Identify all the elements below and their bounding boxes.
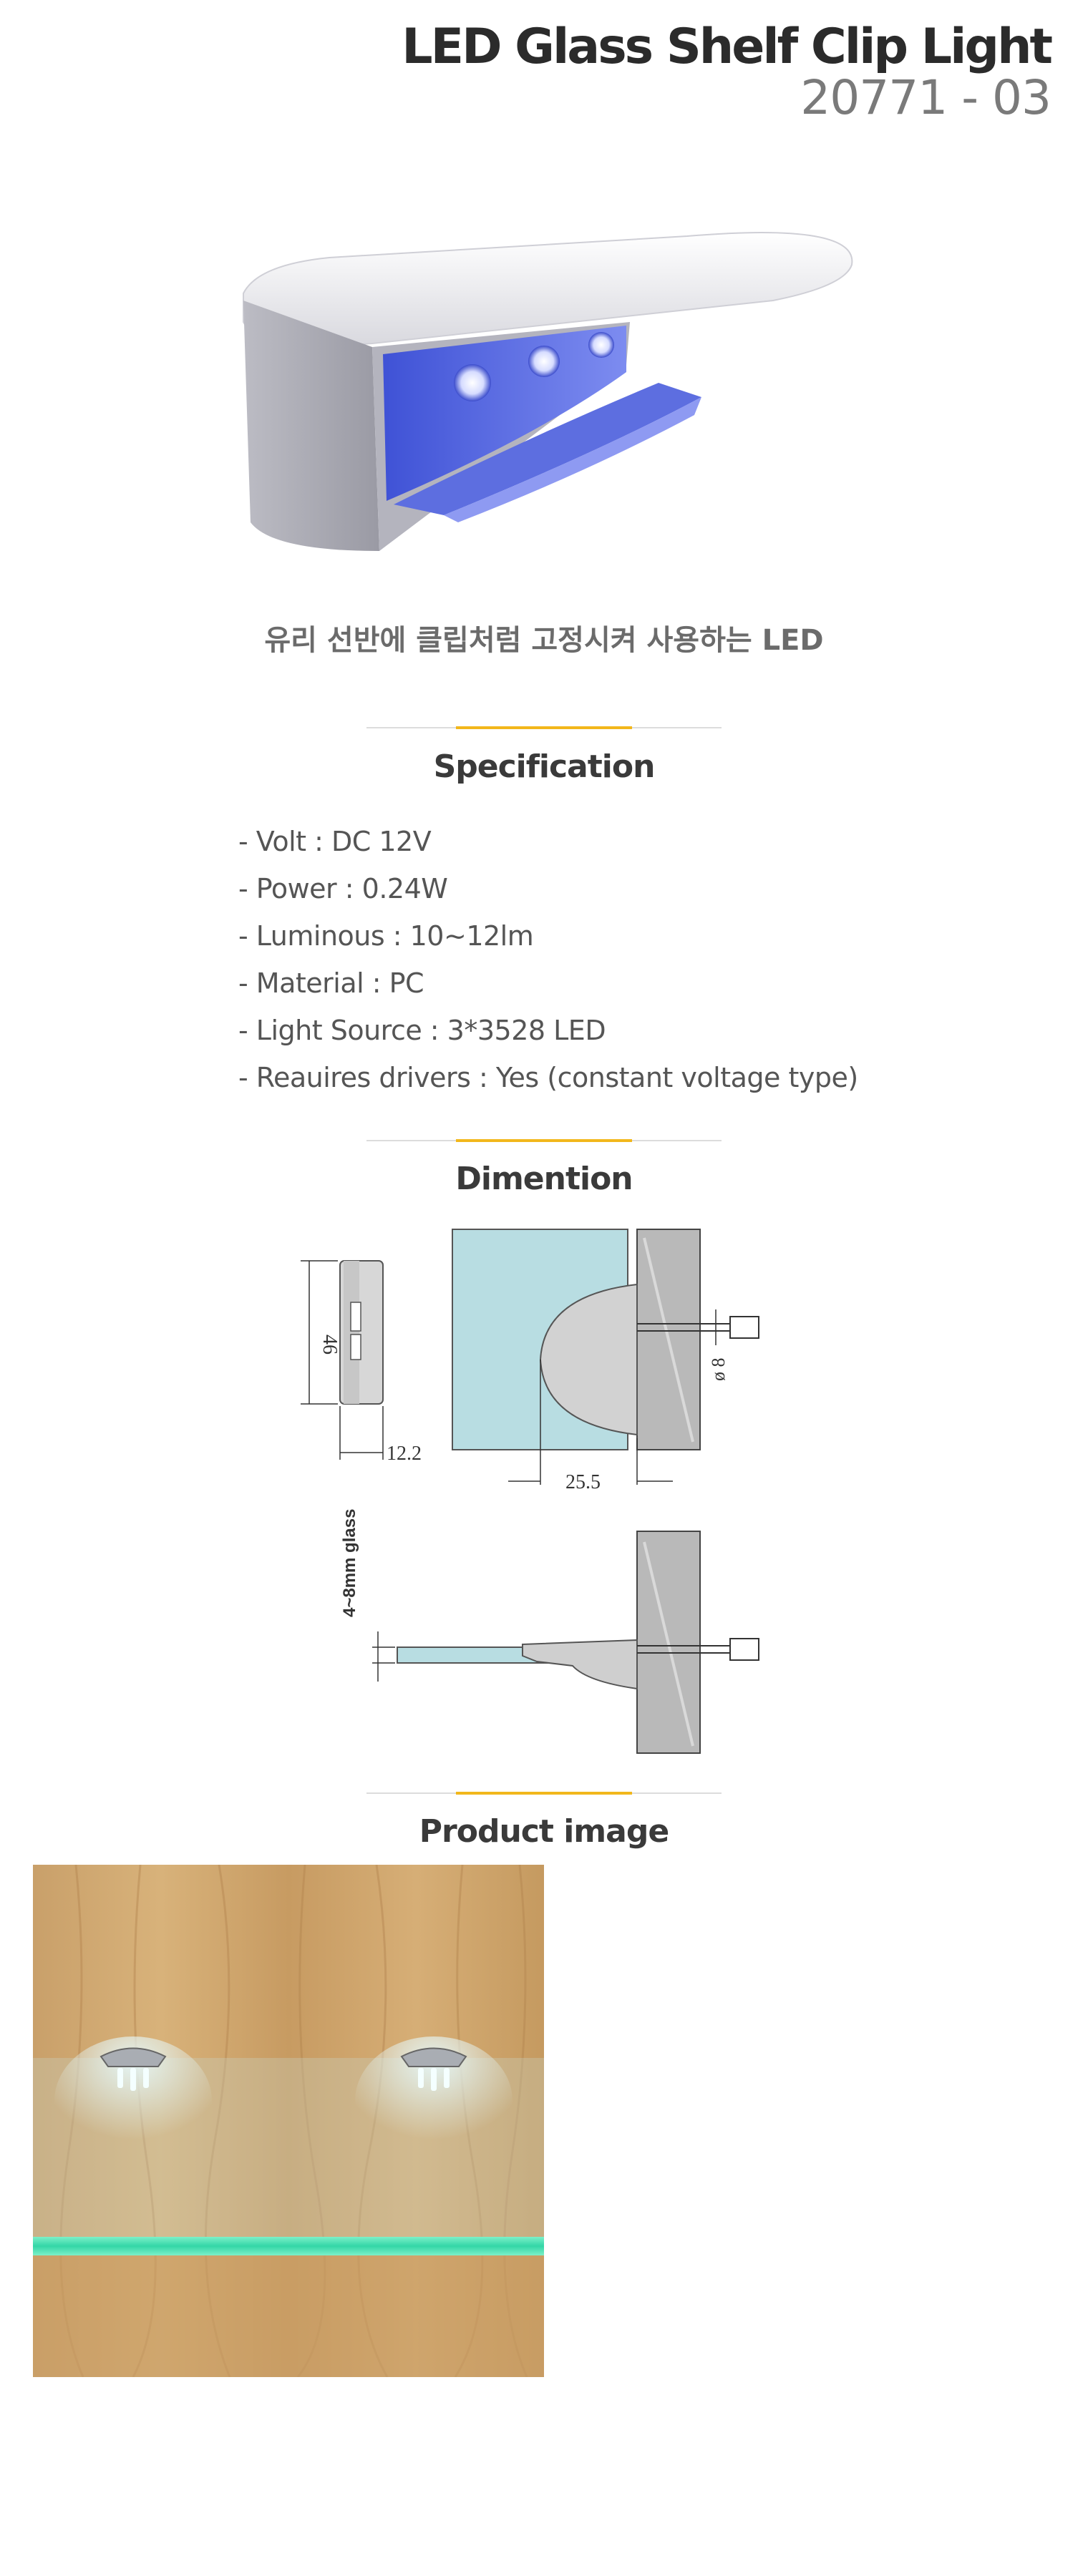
section-divider bbox=[366, 726, 722, 729]
spec-list: - Volt : DC 12V - Power : 0.24W - Lumino… bbox=[238, 818, 858, 1101]
product-caption: 유리 선반에 클립처럼 고정시켜 사용하는 LED bbox=[264, 624, 824, 657]
section-divider bbox=[366, 1792, 722, 1795]
clip-light-icon bbox=[99, 2047, 167, 2067]
section-divider bbox=[366, 1139, 722, 1142]
led-light-icon bbox=[528, 346, 560, 377]
spec-item-luminous: - Luminous : 10~12lm bbox=[238, 920, 534, 952]
dim-width-label: 25.5 bbox=[565, 1471, 601, 1493]
spec-item-power: - Power : 0.24W bbox=[238, 873, 448, 904]
dim-depth-label: 12.2 bbox=[387, 1443, 422, 1465]
dim-diameter-label: ø 8 bbox=[708, 1358, 729, 1382]
dim-glass-label: 4~8mm glass bbox=[340, 1509, 359, 1617]
product-image-heading: Product image bbox=[419, 1813, 669, 1850]
dimention-heading: Dimention bbox=[455, 1161, 633, 1197]
product-photo bbox=[33, 1865, 544, 2377]
led-light-icon bbox=[454, 364, 491, 401]
led-light-icon bbox=[588, 332, 614, 358]
spec-item-volt: - Volt : DC 12V bbox=[238, 826, 432, 857]
product-title: LED Glass Shelf Clip Light bbox=[402, 19, 1053, 75]
specification-heading: Specification bbox=[433, 748, 656, 785]
spec-item-light-source: - Light Source : 3*3528 LED bbox=[238, 1015, 606, 1046]
product-code: 20771 - 03 bbox=[800, 70, 1051, 125]
spec-item-material: - Material : PC bbox=[238, 967, 424, 999]
clip-light-icon bbox=[400, 2047, 467, 2067]
dimension-drawing: 46 12.2 ø 8 25.5 bbox=[301, 1229, 759, 1754]
dim-height-label: 46 bbox=[319, 1335, 341, 1355]
spec-item-drivers: - Reauires drivers : Yes (constant volta… bbox=[238, 1062, 858, 1093]
hero-product-image bbox=[243, 232, 853, 551]
